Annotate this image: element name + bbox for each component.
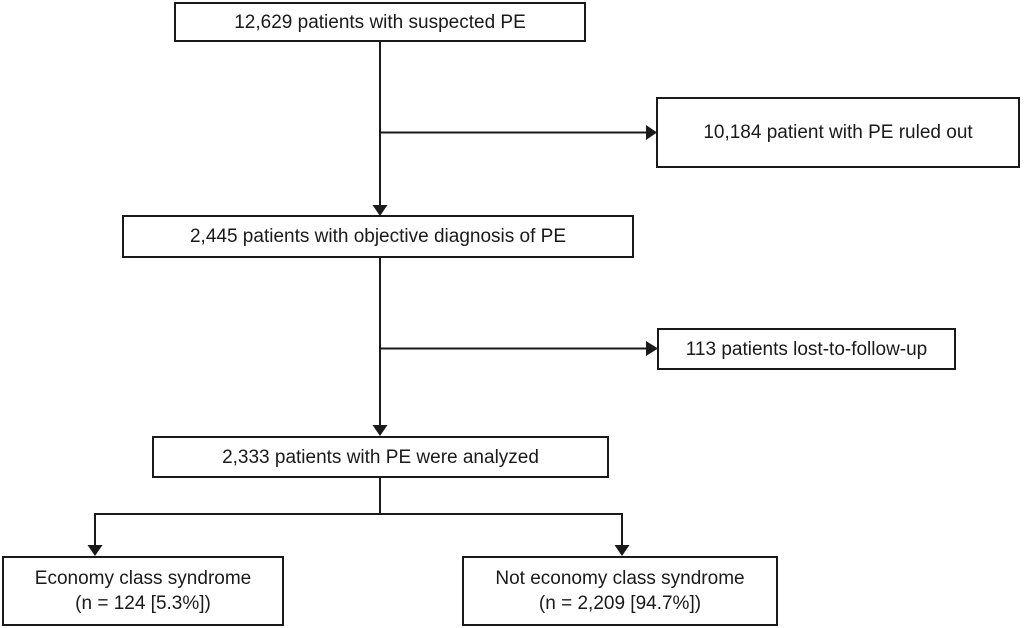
node-analyzed-label: 2,333 patients with PE were analyzed bbox=[222, 446, 539, 468]
node-pe-ruled-out-label: 10,184 patient with PE ruled out bbox=[703, 122, 973, 143]
node-analyzed: 2,333 patients with PE were analyzed bbox=[152, 436, 609, 478]
node-lost-to-follow-up: 113 patients lost-to-follow-up bbox=[657, 328, 956, 370]
node-economy-class-syndrome: Economy class syndrome (n = 124 [5.3%]) bbox=[2, 556, 284, 626]
arrowhead-down-analyzed bbox=[372, 425, 388, 436]
node-not-economy-class-syndrome-count: (n = 2,209 [94.7%]) bbox=[538, 593, 702, 614]
arrowhead-right-lost bbox=[646, 341, 658, 356]
node-suspected-pe-label: 12,629 patients with suspected PE bbox=[234, 11, 526, 33]
node-economy-class-syndrome-title: Economy class syndrome bbox=[34, 568, 252, 589]
node-suspected-pe: 12,629 patients with suspected PE bbox=[174, 2, 586, 42]
arrowhead-down-ecs bbox=[87, 545, 103, 556]
node-not-economy-class-syndrome: Not economy class syndrome (n = 2,209 [9… bbox=[462, 556, 778, 626]
arrowhead-down-not-ecs bbox=[614, 545, 630, 556]
arrowhead-down-objective bbox=[372, 205, 388, 216]
node-lost-to-follow-up-label: 113 patients lost-to-follow-up bbox=[685, 338, 928, 360]
node-not-economy-class-syndrome-title: Not economy class syndrome bbox=[495, 568, 745, 589]
node-pe-ruled-out: 10,184 patient with PE ruled out bbox=[656, 97, 1020, 168]
arrowhead-right-ruled-out bbox=[646, 125, 657, 140]
node-objective-diagnosis: 2,445 patients with objective diagnosis … bbox=[122, 215, 634, 258]
node-economy-class-syndrome-count: (n = 124 [5.3%]) bbox=[75, 593, 211, 614]
node-objective-diagnosis-label: 2,445 patients with objective diagnosis … bbox=[189, 226, 566, 247]
